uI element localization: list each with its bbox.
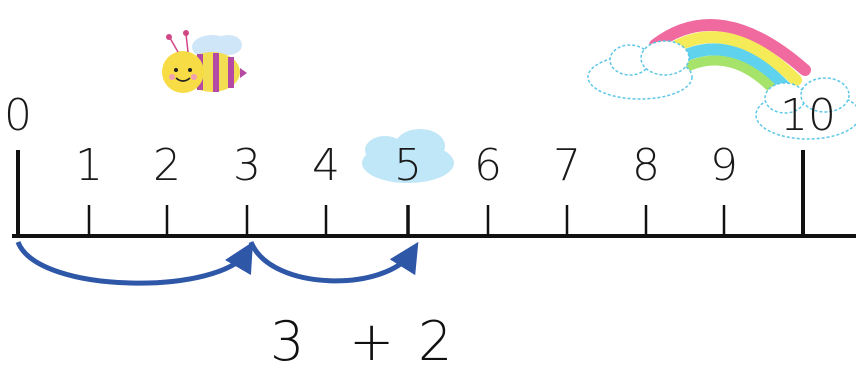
- equation-first-addend: 3: [270, 310, 304, 367]
- equation-operator: +: [349, 310, 394, 367]
- cloud-behind-ten-icon: [755, 77, 856, 140]
- jump-arrow-0-to-3: [15, 240, 254, 286]
- label-4: 4: [312, 140, 340, 191]
- cloud-icon: [587, 40, 693, 100]
- label-1: 1: [75, 140, 103, 191]
- label-5: 5: [394, 140, 422, 191]
- number-line-ticks: [16, 150, 805, 236]
- label-9: 9: [710, 140, 738, 191]
- bee-icon: [162, 30, 247, 93]
- label-3: 3: [233, 140, 261, 191]
- label-8: 8: [632, 140, 660, 191]
- jump-arrow-3-to-5: [248, 240, 419, 284]
- label-6: 6: [474, 140, 502, 191]
- label-2: 2: [153, 140, 181, 191]
- jump-arrows: [15, 240, 419, 286]
- equation-second-addend: 2: [418, 310, 452, 367]
- label-0: 0: [4, 90, 32, 141]
- label-7: 7: [553, 140, 581, 191]
- highlight-cloud: [362, 129, 454, 183]
- label-10: 10: [780, 90, 836, 141]
